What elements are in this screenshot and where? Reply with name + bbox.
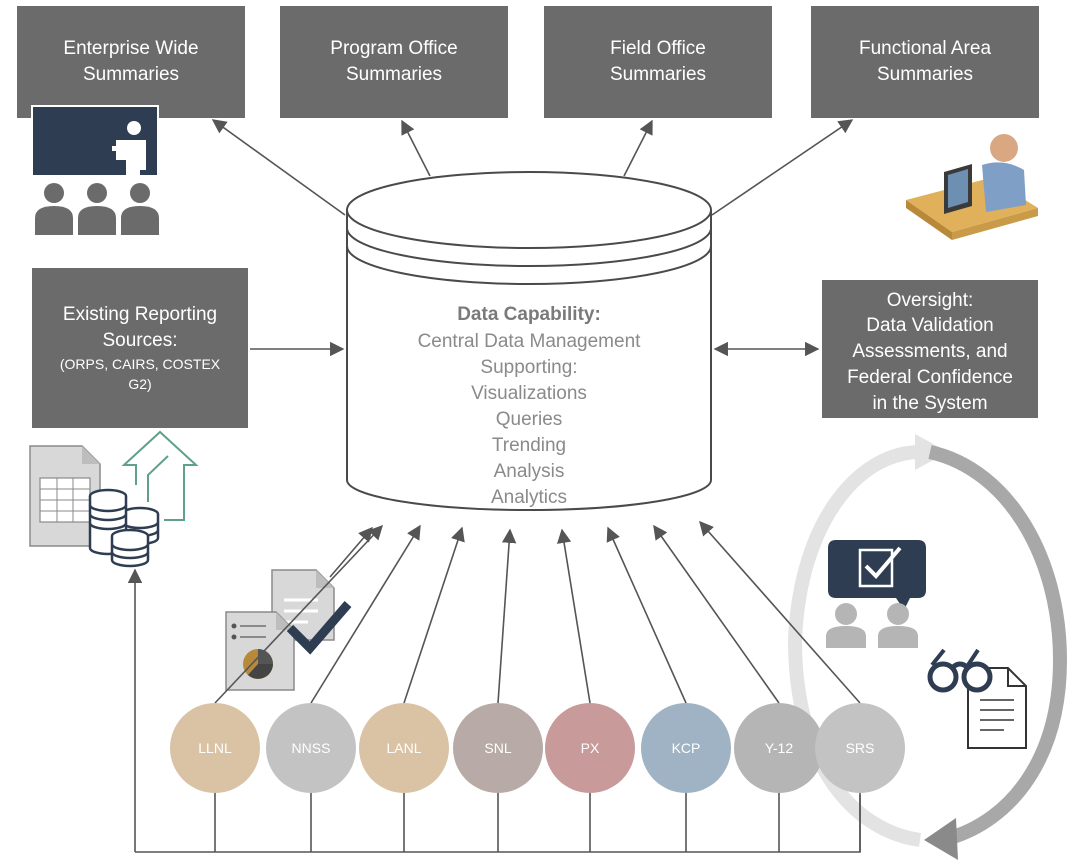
summary-functional-line2: Summaries bbox=[877, 64, 973, 85]
arrow-site-to-cylinder bbox=[403, 526, 465, 704]
site-px: PX bbox=[545, 703, 635, 793]
arrow-to-enterprise bbox=[211, 119, 346, 216]
presentation-icon bbox=[31, 105, 159, 235]
summary-enterprise-line1: Enterprise Wide bbox=[63, 38, 198, 59]
site-label: PX bbox=[581, 740, 600, 756]
arrow-site-to-cylinder bbox=[497, 528, 517, 704]
arrow-to-field-office bbox=[623, 119, 653, 177]
capability-line: Analysis bbox=[494, 461, 565, 482]
arrow-site-to-cylinder bbox=[699, 520, 861, 704]
summary-field-line2: Summaries bbox=[610, 64, 706, 85]
capability-line: Visualizations bbox=[471, 383, 587, 404]
site-circle bbox=[170, 703, 260, 793]
site-snl: SNL bbox=[453, 703, 543, 793]
arrow-site-to-cylinder bbox=[606, 526, 687, 704]
site-arrows bbox=[214, 520, 861, 852]
site-label: SRS bbox=[846, 740, 875, 756]
capability-line: Central Data Management bbox=[418, 331, 642, 352]
oversight-line3: Assessments, and bbox=[852, 341, 1007, 362]
site-label: SNL bbox=[484, 740, 511, 756]
existing-sources-line3: (ORPS, CAIRS, COSTEX bbox=[60, 356, 221, 372]
site-circle bbox=[453, 703, 543, 793]
spreadsheet-database-icon bbox=[29, 445, 160, 568]
arrow-site-to-cylinder bbox=[310, 524, 421, 704]
site-llnl: LLNL bbox=[170, 703, 260, 793]
arrow-to-functional-area bbox=[711, 119, 854, 216]
site-label: LLNL bbox=[198, 740, 232, 756]
site-circle bbox=[545, 703, 635, 793]
site-label: NNSS bbox=[292, 740, 331, 756]
summary-enterprise-line2: Summaries bbox=[83, 64, 179, 85]
oversight-line2: Data Validation bbox=[866, 315, 993, 336]
arrow-site-to-cylinder bbox=[214, 524, 383, 704]
arrow-report-to-cylinder bbox=[329, 526, 373, 578]
site-kcp: KCP bbox=[641, 703, 731, 793]
discussion-check-icon bbox=[826, 540, 926, 648]
site-circle bbox=[641, 703, 731, 793]
site-circles: LLNL NNSS LANL SNL PX KCP Y-12 SRS bbox=[170, 703, 905, 793]
capability-line: Analytics bbox=[491, 487, 567, 508]
oversight-box: Oversight: Data Validation Assessments, … bbox=[822, 280, 1038, 418]
report-check-icon bbox=[225, 569, 352, 691]
existing-sources-line4: G2) bbox=[128, 376, 151, 392]
summary-box-program-office: Program Office Summaries bbox=[280, 6, 508, 118]
arrow-to-program-office bbox=[401, 119, 431, 177]
site-label: KCP bbox=[672, 740, 701, 756]
capability-line: Supporting: bbox=[480, 357, 577, 378]
arrow-site-to-cylinder bbox=[653, 524, 780, 704]
existing-reporting-sources-box: Existing Reporting Sources: (ORPS, CAIRS… bbox=[32, 268, 248, 428]
summary-functional-line1: Functional Area bbox=[859, 38, 991, 59]
oversight-line5: in the System bbox=[872, 393, 987, 414]
summary-program-line2: Summaries bbox=[346, 64, 442, 85]
summary-box-field-office: Field Office Summaries bbox=[544, 6, 772, 118]
summary-box-functional-area: Functional Area Summaries bbox=[811, 6, 1039, 118]
capability-line: Trending bbox=[492, 435, 566, 456]
bottom-bus-line bbox=[135, 795, 861, 853]
capability-title: Data Capability: bbox=[457, 304, 601, 325]
existing-sources-line1: Existing Reporting bbox=[63, 304, 217, 325]
site-nnss: NNSS bbox=[266, 703, 356, 793]
summary-box-enterprise: Enterprise Wide Summaries bbox=[17, 6, 245, 118]
arrow-site-to-cylinder bbox=[556, 528, 591, 704]
site-y12: Y-12 bbox=[734, 703, 824, 793]
upload-arrow-icon bbox=[121, 430, 199, 521]
glasses-document-icon bbox=[927, 648, 1027, 749]
capability-line: Queries bbox=[496, 409, 563, 430]
workstation-icon bbox=[906, 134, 1038, 240]
central-data-cylinder: Data Capability: Central Data Management… bbox=[346, 171, 712, 511]
oversight-line1: Oversight: bbox=[887, 290, 974, 311]
summary-program-line1: Program Office bbox=[330, 38, 457, 59]
site-circle bbox=[734, 703, 824, 793]
site-circle bbox=[266, 703, 356, 793]
site-label: Y-12 bbox=[765, 740, 794, 756]
site-lanl: LANL bbox=[359, 703, 449, 793]
summary-field-line1: Field Office bbox=[610, 38, 706, 59]
site-label: LANL bbox=[386, 740, 421, 756]
oversight-line4: Federal Confidence bbox=[847, 367, 1013, 388]
existing-sources-line2: Sources: bbox=[103, 330, 178, 351]
site-circle bbox=[359, 703, 449, 793]
site-srs: SRS bbox=[815, 703, 905, 793]
site-circle bbox=[815, 703, 905, 793]
